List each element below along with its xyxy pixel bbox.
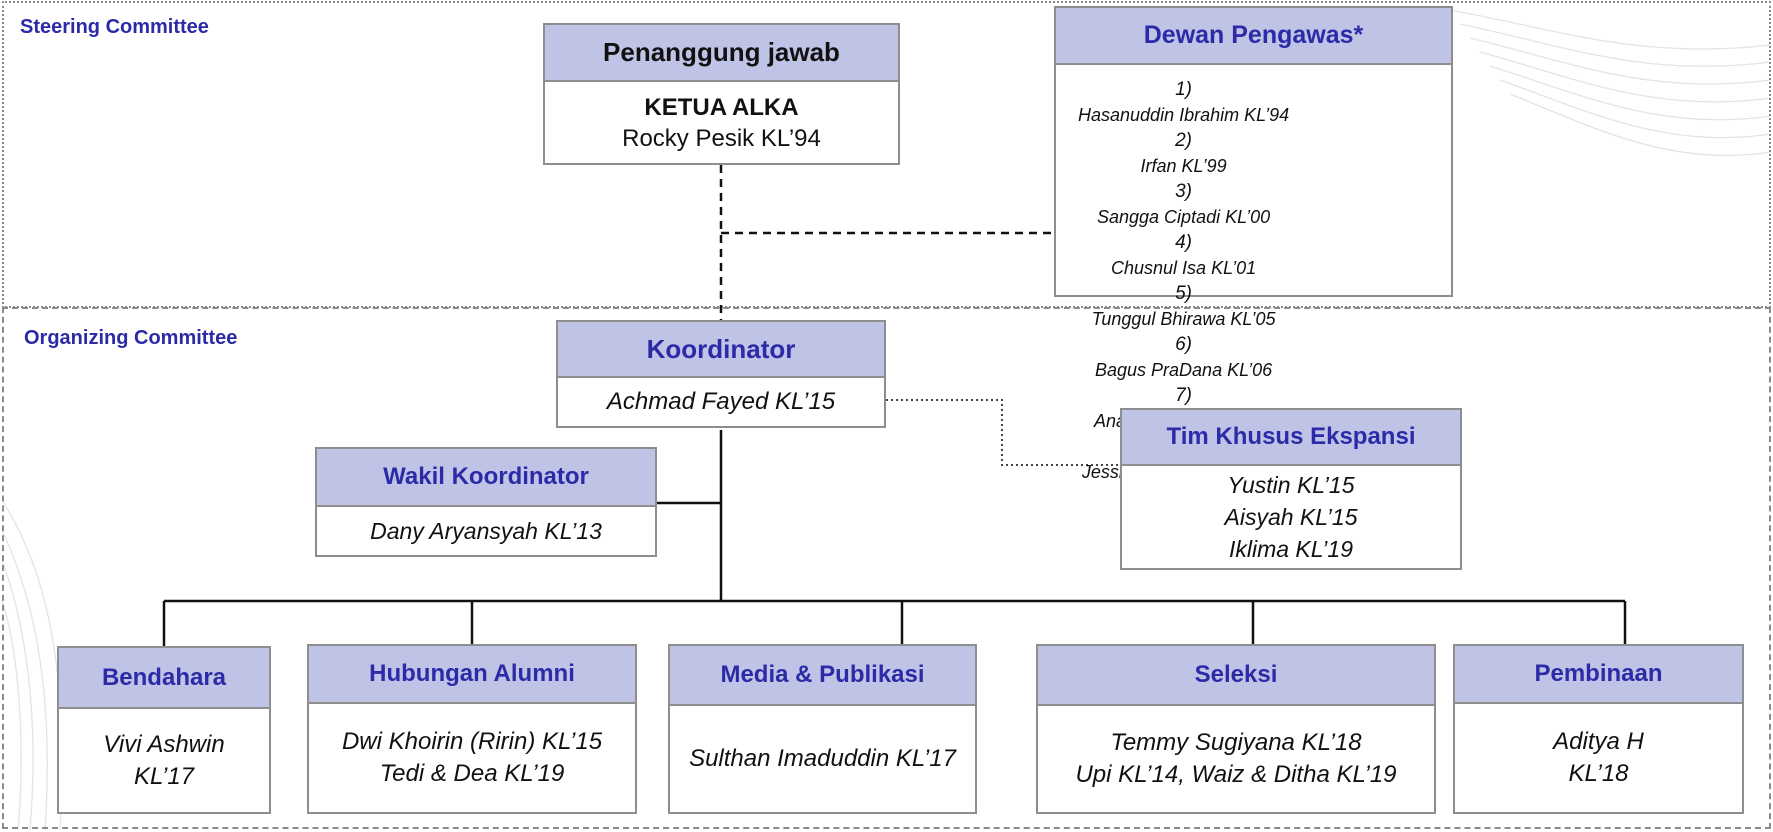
bendahara-body: Vivi Ashwin KL’17 (59, 709, 269, 812)
tim-khusus-member: Aisyah KL’15 (1224, 504, 1358, 530)
tim-khusus-ekspansi-box: Tim Khusus Ekspansi Yustin KL’15 Aisyah … (1120, 408, 1462, 570)
bendahara-title: Bendahara (59, 648, 269, 709)
pembinaan-box: Pembinaan Aditya H KL’18 (1453, 644, 1744, 814)
hubungan-alumni-body: Dwi Khoirin (Ririn) KL’15 Tedi & Dea KL’… (309, 704, 635, 812)
koordinator-name: Achmad Fayed KL’15 (606, 388, 836, 415)
list-item: 3)Sangga Ciptadi KL’00 (1097, 181, 1271, 227)
seleksi-member: Upi KL’14, Waiz & Ditha KL’19 (1075, 761, 1397, 788)
tim-khusus-ekspansi-title: Tim Khusus Ekspansi (1122, 410, 1460, 466)
pembinaan-title: Pembinaan (1455, 646, 1742, 704)
pembinaan-member: Aditya H (1553, 728, 1644, 755)
steering-committee-label: Steering Committee (20, 16, 209, 38)
penanggung-jawab-role: KETUA ALKA (644, 93, 799, 121)
hubungan-alumni-member: Tedi & Dea KL’19 (379, 760, 565, 787)
wakil-koordinator-box: Wakil Koordinator Dany Aryansyah KL’13 (315, 447, 657, 557)
hubungan-alumni-member: Dwi Khoirin (Ririn) KL’15 (341, 728, 603, 755)
hubungan-alumni-title: Hubungan Alumni (309, 646, 635, 704)
media-publikasi-member: Sulthan Imaduddin KL’17 (689, 745, 956, 772)
seleksi-body: Temmy Sugiyana KL’18 Upi KL’14, Waiz & D… (1038, 706, 1434, 812)
dewan-pengawas-box: Dewan Pengawas* 1)Hasanuddin Ibrahim KL’… (1054, 6, 1453, 482)
list-item: 1)Hasanuddin Ibrahim KL’94 (1078, 79, 1290, 125)
penanggung-jawab-title: Penanggung jawab (545, 25, 898, 82)
koordinator-box: Koordinator Achmad Fayed KL’15 (556, 320, 886, 428)
pembinaan-member: KL’18 (1568, 760, 1629, 787)
dewan-pengawas-body: 1)Hasanuddin Ibrahim KL’94 2)Irfan KL’99… (1056, 65, 1451, 482)
bendahara-member: Vivi Ashwin (103, 730, 225, 758)
wakil-koordinator-title: Wakil Koordinator (317, 449, 655, 507)
bendahara-member: KL’17 (133, 762, 195, 790)
seleksi-title: Seleksi (1038, 646, 1434, 706)
dotted-connector-tim-khusus (886, 399, 1120, 466)
penanggung-jawab-box: Penanggung jawab KETUA ALKA Rocky Pesik … (543, 23, 900, 165)
organizing-committee-frame (2, 307, 1771, 829)
dewan-pengawas-title: Dewan Pengawas* (1056, 8, 1451, 65)
seleksi-box: Seleksi Temmy Sugiyana KL’18 Upi KL’14, … (1036, 644, 1436, 814)
tim-khusus-member: Yustin KL’15 (1227, 472, 1355, 498)
hubungan-alumni-box: Hubungan Alumni Dwi Khoirin (Ririn) KL’1… (307, 644, 637, 814)
organizing-committee-label: Organizing Committee (24, 327, 238, 349)
list-item: 5)Tunggul Bhirawa KL’05 (1091, 283, 1276, 329)
list-item: 4)Chusnul Isa KL’01 (1111, 232, 1257, 278)
penanggung-jawab-name: Rocky Pesik KL’94 (622, 124, 821, 152)
bendahara-box: Bendahara Vivi Ashwin KL’17 (57, 646, 271, 814)
media-publikasi-title: Media & Publikasi (670, 646, 975, 706)
list-item: 2)Irfan KL’99 (1140, 130, 1227, 176)
wakil-koordinator-name: Dany Aryansyah KL’13 (370, 517, 602, 544)
media-publikasi-box: Media & Publikasi Sulthan Imaduddin KL’1… (668, 644, 977, 814)
tim-khusus-member: Iklima KL’19 (1228, 536, 1353, 562)
tim-khusus-ekspansi-body: Yustin KL’15 Aisyah KL’15 Iklima KL’19 (1122, 466, 1460, 568)
list-item: 6)Bagus PraDana KL’06 (1095, 334, 1273, 380)
seleksi-member: Temmy Sugiyana KL’18 (1110, 729, 1362, 756)
penanggung-jawab-body: KETUA ALKA Rocky Pesik KL’94 (545, 82, 898, 163)
koordinator-title: Koordinator (558, 322, 884, 378)
media-publikasi-body: Sulthan Imaduddin KL’17 (670, 706, 975, 812)
pembinaan-body: Aditya H KL’18 (1455, 704, 1742, 812)
